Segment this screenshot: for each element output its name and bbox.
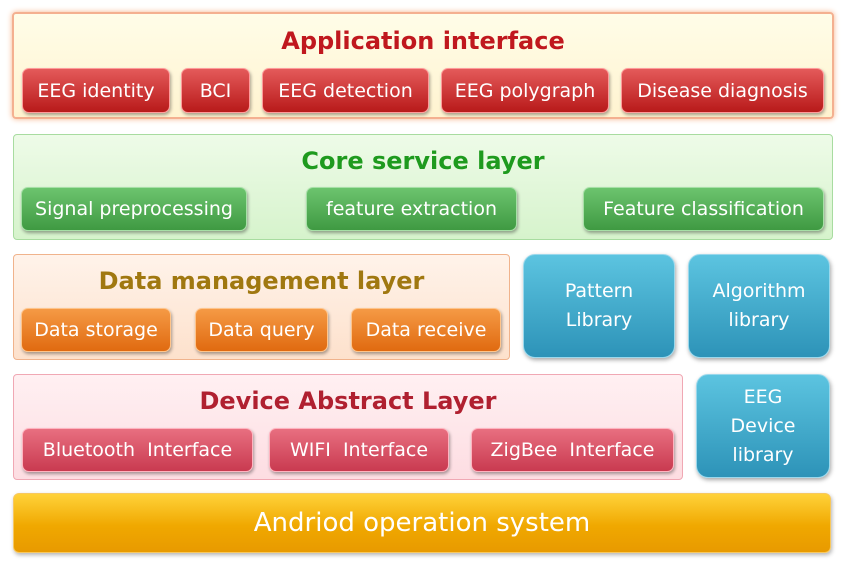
application-layer-title: Application interface — [281, 27, 565, 55]
core-item-feature-extraction: feature extraction — [306, 187, 517, 231]
pattern-library-line-1: Pattern — [564, 280, 634, 302]
device-abstract-layer: Device Abstract Layer Bluetooth Interfac… — [13, 374, 683, 480]
os-layer-title: Andriod operation system — [253, 508, 591, 538]
data-item-receive: Data receive — [351, 308, 501, 352]
data-management-layer: Data management layer Data storage Data … — [13, 254, 510, 360]
core-item-signal-preprocessing: Signal preprocessing — [21, 187, 247, 231]
pattern-library-line-2: Library — [565, 309, 633, 331]
data-management-layer-title: Data management layer — [98, 267, 425, 295]
eeg-device-library-line-1: EEG — [743, 385, 783, 408]
core-service-layer: Core service layer Signal preprocessing … — [13, 134, 833, 240]
algorithm-library-line-2: library — [728, 309, 790, 331]
algorithm-library-line-1: Algorithm — [712, 280, 806, 302]
app-item-eeg-identity: EEG identity — [22, 68, 170, 113]
device-item-wifi: WIFI Interface — [269, 428, 449, 472]
core-item-feature-classification: Feature classification — [583, 187, 824, 231]
data-item-query: Data query — [195, 308, 328, 352]
app-item-eeg-detection: EEG detection — [262, 68, 429, 113]
core-service-layer-title: Core service layer — [301, 147, 545, 175]
app-item-bci: BCI — [181, 68, 250, 113]
data-item-storage: Data storage — [21, 308, 171, 352]
app-item-eeg-polygraph: EEG polygraph — [441, 68, 609, 113]
os-layer: Andriod operation system — [13, 493, 831, 553]
device-abstract-layer-title: Device Abstract Layer — [199, 387, 497, 415]
eeg-device-library-line-2: Device — [730, 414, 796, 437]
app-item-disease-diagnosis: Disease diagnosis — [621, 68, 824, 113]
device-item-bluetooth: Bluetooth Interface — [22, 428, 253, 472]
pattern-library: Pattern Library — [523, 254, 675, 358]
algorithm-library: Algorithm library — [688, 254, 830, 358]
eeg-device-library-line-3: library — [732, 443, 794, 466]
device-item-zigbee: ZigBee Interface — [471, 428, 674, 472]
eeg-device-library: EEG Device library — [696, 374, 830, 478]
application-layer: Application interface EEG identity BCI E… — [12, 12, 834, 119]
